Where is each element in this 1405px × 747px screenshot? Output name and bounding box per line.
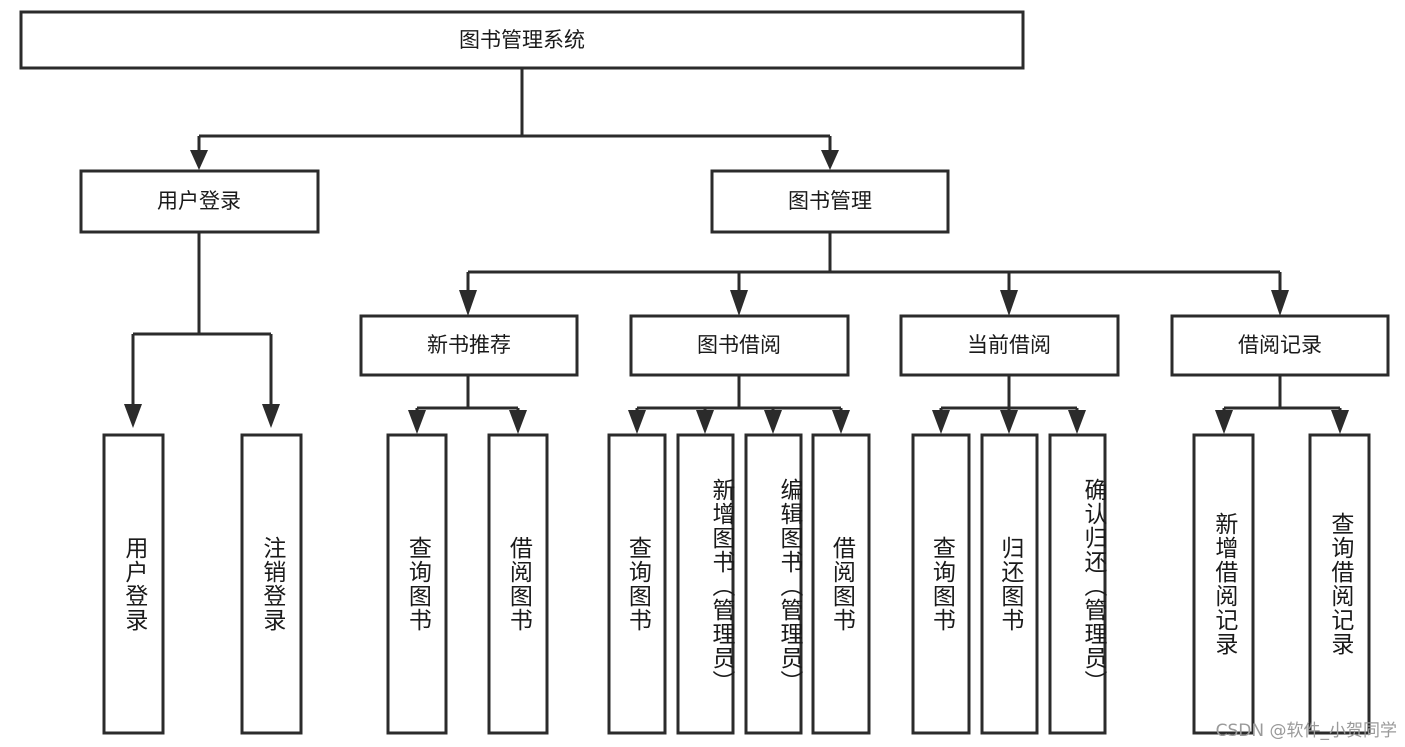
node-new-book-recommend-label: 新书推荐: [427, 333, 511, 357]
node-leaf-query-book-2[interactable]: [607, 433, 667, 735]
arrow-head-user-login: [190, 150, 208, 170]
arrow-head-leaf-logout: [262, 404, 280, 428]
node-leaf-query-book-3[interactable]: [911, 433, 971, 735]
node-leaf-add-book[interactable]: [676, 433, 735, 735]
arrow-head-borrow-record: [1271, 290, 1289, 316]
node-leaf-user-login[interactable]: [102, 433, 165, 735]
node-leaf-logout[interactable]: [240, 433, 303, 735]
watermark-text: CSDN @软件_小贺同学: [1215, 721, 1397, 741]
node-root[interactable]: [19, 10, 1025, 70]
node-current-borrow-label: 当前借阅: [967, 333, 1051, 357]
node-book-borrow-label: 图书借阅: [697, 333, 781, 357]
node-root-label: 图书管理系统: [459, 28, 585, 52]
arrow-head-leaf-add-record: [1215, 410, 1233, 434]
arrow-head-leaf-query-book-2: [628, 410, 646, 434]
node-user-login-label: 用户登录: [157, 189, 241, 213]
arrow-head-leaf-query-book-1: [408, 410, 426, 434]
arrow-head-leaf-borrow-book-2: [832, 410, 850, 434]
arrow-head-leaf-edit-book: [764, 410, 782, 434]
node-leaf-query-record[interactable]: [1308, 433, 1371, 735]
arrow-head-book-manage: [821, 150, 839, 170]
node-book-borrow[interactable]: [629, 314, 850, 377]
arrow-head-leaf-confirm-return: [1068, 410, 1086, 434]
arrow-head-leaf-borrow-book-1: [509, 410, 527, 434]
node-leaf-query-book-1[interactable]: [386, 433, 448, 735]
arrow-head-leaf-return-book: [1000, 410, 1018, 434]
node-book-manage-label: 图书管理: [788, 189, 872, 213]
arrow-head-leaf-user-login: [124, 404, 142, 428]
node-leaf-add-record[interactable]: [1192, 433, 1255, 735]
node-leaf-borrow-book-2[interactable]: [811, 433, 871, 735]
arrow-head-book-borrow: [730, 290, 748, 316]
node-borrow-record-label: 借阅记录: [1238, 333, 1322, 357]
connector-layer: [124, 68, 1349, 434]
node-leaf-confirm-return[interactable]: [1048, 433, 1107, 735]
node-leaf-borrow-book-1[interactable]: [487, 433, 549, 735]
node-user-login[interactable]: [79, 169, 320, 234]
node-borrow-record[interactable]: [1170, 314, 1390, 377]
node-book-manage[interactable]: [710, 169, 950, 234]
node-layer: 图书管理系统 用户登录 图书管理 新书推荐 图书借阅 当前借阅 借阅记录: [19, 10, 1390, 735]
arrow-head-leaf-query-book-3: [932, 410, 950, 434]
node-new-book-recommend[interactable]: [359, 314, 579, 377]
node-leaf-edit-book[interactable]: [744, 433, 803, 735]
arrow-head-leaf-query-record: [1331, 410, 1349, 434]
node-current-borrow[interactable]: [899, 314, 1120, 377]
arrow-head-leaf-add-book: [696, 410, 714, 434]
node-leaf-return-book[interactable]: [980, 433, 1039, 735]
arrow-head-current-borrow: [1000, 290, 1018, 316]
arrow-head-new-book-recommend: [459, 290, 477, 316]
